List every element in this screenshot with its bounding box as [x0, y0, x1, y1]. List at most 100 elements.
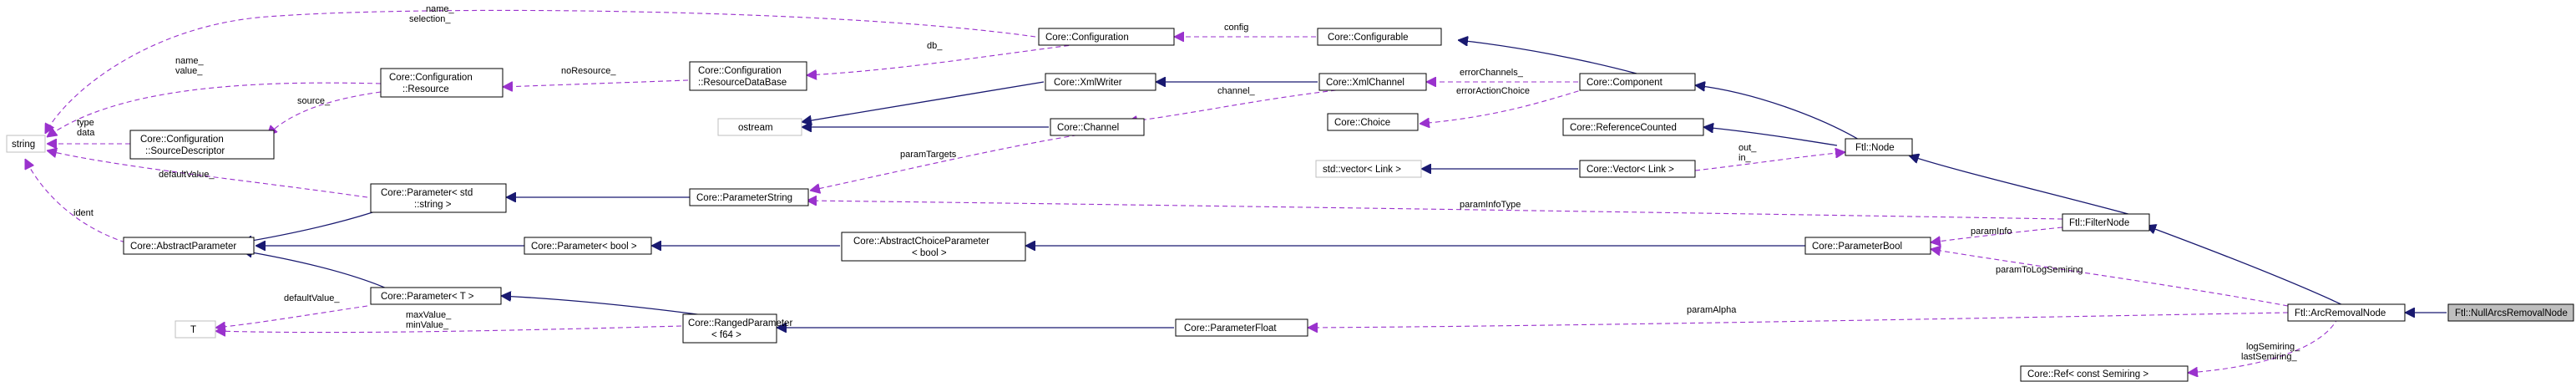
node-null-arcs-removal-node[interactable]: Ftl::NullArcsRemovalNode — [2447, 303, 2574, 322]
node-std-vector[interactable]: std::vector< Link > — [1315, 160, 1422, 178]
svg-text:Core::AbstractParameter: Core::AbstractParameter — [130, 242, 236, 252]
node-core-vector[interactable]: Core::Vector< Link > — [1579, 160, 1696, 178]
edge-arc-removal-core-ref — [2188, 317, 2339, 373]
node-ranged-parameter[interactable]: Core::RangedParameter < f64 > — [682, 313, 792, 344]
node-parameter-bool-tpl[interactable]: Core::Parameter< bool > — [524, 237, 652, 255]
node-parameter-bool[interactable]: Core::ParameterBool — [1804, 237, 1931, 255]
edge-xml-channel-channel — [1127, 89, 1337, 122]
edge-ftl-node-reference-counted — [1703, 127, 1838, 146]
node-xml-channel[interactable]: Core::XmlChannel — [1318, 73, 1427, 91]
label-name-selection-2: selection_ — [409, 14, 451, 24]
node-abstract-choice-parameter[interactable]: Core::AbstractChoiceParameter < bool > — [841, 232, 1026, 262]
node-ftl-node[interactable]: Ftl::Node — [1845, 138, 1913, 156]
edge-component-configurable — [1458, 40, 1637, 74]
edge-labels: name_ selection_ name_ value_ type data … — [73, 4, 2300, 362]
svg-text:::string >: ::string > — [414, 200, 452, 210]
svg-text:Ftl::NullArcsRemovalNode: Ftl::NullArcsRemovalNode — [2455, 308, 2568, 318]
svg-text:< bool >: < bool > — [912, 248, 947, 258]
svg-text:Ftl::ArcRemovalNode: Ftl::ArcRemovalNode — [2295, 308, 2386, 318]
label-ident: ident — [73, 208, 94, 218]
svg-text:std::vector< Link >: std::vector< Link > — [1323, 165, 1401, 175]
label-error-action-choice: errorActionChoice — [1456, 86, 1530, 96]
svg-text:Core::Parameter< T >: Core::Parameter< T > — [381, 292, 474, 302]
label-type-data-1: type — [77, 118, 94, 128]
svg-text:Core::Vector< Link >: Core::Vector< Link > — [1587, 165, 1674, 175]
label-name-value-2: value_ — [175, 66, 203, 76]
svg-text:< f64 >: < f64 > — [711, 330, 741, 340]
svg-text:Core::AbstractChoiceParameter: Core::AbstractChoiceParameter — [853, 237, 989, 247]
svg-text:Core::RangedParameter: Core::RangedParameter — [688, 318, 792, 329]
node-parameter-string-tpl[interactable]: Core::Parameter< std ::string > — [370, 183, 507, 213]
node-source-descriptor[interactable]: Core::Configuration ::SourceDescriptor — [129, 130, 275, 160]
edge-parameter-string-tpl-abstract — [242, 205, 393, 242]
node-parameter-t[interactable]: Core::Parameter< T > — [370, 287, 502, 305]
node-abstract-parameter[interactable]: Core::AbstractParameter — [123, 237, 255, 255]
inheritance-edges — [242, 40, 2447, 328]
svg-text:Core::Configurable: Core::Configurable — [1328, 33, 1409, 43]
edge-parameter-t-t — [215, 305, 368, 328]
edge-resource-string — [47, 82, 382, 137]
node-t[interactable]: T — [175, 320, 216, 339]
node-resource-db[interactable]: Core::Configuration ::ResourceDataBase — [689, 61, 807, 91]
edge-core-vector-ftl-node — [1694, 152, 1845, 171]
node-channel[interactable]: Core::Channel — [1050, 118, 1145, 136]
label-out-in-2: in_ — [1738, 153, 1752, 163]
svg-text:Core::XmlWriter: Core::XmlWriter — [1054, 78, 1122, 88]
label-source: source_ — [297, 96, 331, 106]
svg-text:Core::Component: Core::Component — [1587, 78, 1663, 88]
label-param-info: paramInfo — [1971, 227, 2012, 237]
node-parameter-string[interactable]: Core::ParameterString — [689, 188, 809, 206]
edge-filter-node-ftl-node — [1909, 155, 2135, 216]
edge-configuration-resource-db — [807, 43, 1086, 75]
edge-ranged-parameter-t — [215, 325, 682, 333]
edge-filter-node-parameter-bool — [1931, 227, 2063, 242]
svg-text:string: string — [12, 140, 35, 150]
node-core-ref[interactable]: Core::Ref< const Semiring > — [2020, 365, 2189, 382]
label-db: db_ — [927, 41, 943, 51]
node-choice[interactable]: Core::Choice — [1327, 113, 1419, 131]
node-configurable[interactable]: Core::Configurable — [1317, 28, 1442, 46]
edge-filter-node-parameter-string — [807, 201, 2063, 220]
label-log-last-semiring-1: logSemiring_ — [2246, 342, 2300, 352]
edge-parameter-string-tpl-string — [47, 150, 368, 198]
label-max-min-value-1: maxValue_ — [406, 310, 452, 320]
svg-text:Core::Parameter< bool >: Core::Parameter< bool > — [531, 242, 637, 252]
node-reference-counted[interactable]: Core::ReferenceCounted — [1562, 118, 1704, 136]
svg-text:Core::Ref< const Semiring >: Core::Ref< const Semiring > — [2027, 369, 2148, 379]
label-config: config — [1224, 23, 1248, 33]
node-xml-writer[interactable]: Core::XmlWriter — [1045, 73, 1156, 91]
svg-text:Core::Parameter< std: Core::Parameter< std — [381, 188, 473, 198]
label-name-value-1: name_ — [175, 56, 205, 66]
edge-resource-db-resource — [503, 79, 689, 87]
node-configuration[interactable]: Core::Configuration — [1038, 28, 1175, 46]
edge-xml-writer-ostream — [802, 81, 1045, 122]
svg-text:Core::Configuration: Core::Configuration — [140, 135, 224, 145]
svg-text:Core::Channel: Core::Channel — [1057, 123, 1119, 133]
node-arc-removal-node[interactable]: Ftl::ArcRemovalNode — [2287, 303, 2406, 322]
node-filter-node[interactable]: Ftl::FilterNode — [2062, 213, 2150, 232]
label-param-alpha: paramAlpha — [1687, 305, 1737, 315]
label-default-value-t: defaultValue_ — [284, 293, 340, 303]
node-ostream[interactable]: ostream — [717, 118, 802, 136]
svg-text:Core::ReferenceCounted: Core::ReferenceCounted — [1570, 123, 1677, 133]
edge-arc-removal-parameter-bool — [1931, 249, 2289, 307]
node-resource[interactable]: Core::Configuration ::Resource — [380, 68, 504, 98]
nodes: string Core::AbstractParameter Core::Con… — [6, 28, 2574, 382]
edge-ranged-parameter-t-tpl — [501, 296, 711, 317]
svg-text:Core::ParameterFloat: Core::ParameterFloat — [1184, 323, 1277, 334]
svg-text:Core::Configuration: Core::Configuration — [1045, 33, 1129, 43]
node-component[interactable]: Core::Component — [1579, 73, 1696, 91]
edge-channel-parameter-string — [810, 133, 1086, 191]
edge-ftl-node-component — [1695, 85, 1861, 141]
label-param-to-log-semiring: paramToLogSemiring — [1996, 265, 2083, 275]
label-channel: channel_ — [1217, 86, 1256, 96]
node-string[interactable]: string — [6, 135, 46, 153]
label-error-channels: errorChannels_ — [1460, 68, 1524, 78]
label-default-value: defaultValue_ — [159, 170, 215, 180]
label-no-resource: noResource_ — [561, 66, 616, 76]
svg-text:Core::Choice: Core::Choice — [1334, 118, 1390, 128]
svg-text:Ftl::Node: Ftl::Node — [1855, 143, 1895, 153]
node-parameter-float[interactable]: Core::ParameterFloat — [1175, 318, 1308, 337]
edge-configuration-string — [45, 9, 1036, 134]
